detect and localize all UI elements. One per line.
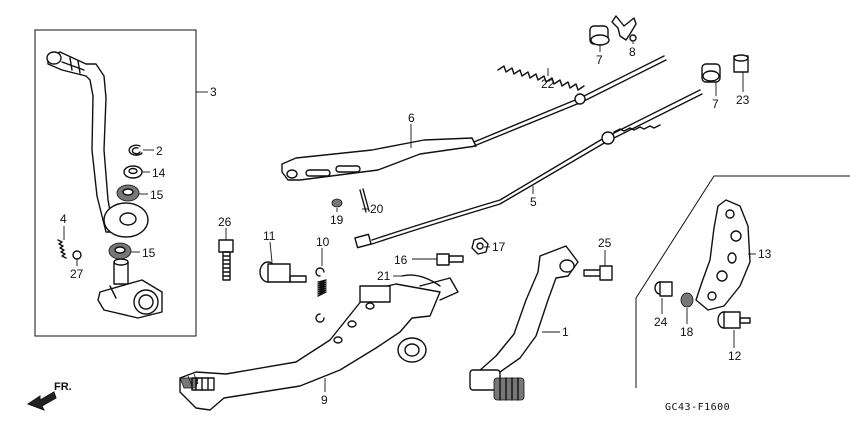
callout-9: 9 xyxy=(321,393,328,407)
kick-starter-frame xyxy=(34,29,197,337)
callout-12: 12 xyxy=(728,349,742,363)
callout-17: 17 xyxy=(492,240,506,254)
diagram-code: GC43-F1600 xyxy=(665,402,730,413)
callout-4: 4 xyxy=(60,212,67,226)
callout-20: 20 xyxy=(370,202,384,216)
leader-lines xyxy=(63,42,756,392)
pivot-bolt-11 xyxy=(259,261,307,283)
gearshift-pedal xyxy=(469,245,579,401)
callout-15-lower: 15 xyxy=(142,246,156,260)
callout-8: 8 xyxy=(629,45,636,59)
joint-7-upper xyxy=(589,25,610,46)
callout-3: 3 xyxy=(210,85,217,99)
nut-23 xyxy=(733,54,749,73)
bracket-frame xyxy=(635,175,850,388)
bracket-13 xyxy=(695,199,751,311)
callout-24: 24 xyxy=(654,315,668,329)
brake-arm xyxy=(281,55,667,181)
ball-27 xyxy=(72,250,82,260)
callout-14: 14 xyxy=(152,166,166,180)
bolt-24 xyxy=(654,281,673,297)
callout-13: 13 xyxy=(758,247,772,261)
bolt-12 xyxy=(717,311,751,329)
callout-7-lower: 7 xyxy=(712,97,719,111)
callout-27: 27 xyxy=(70,267,84,281)
callout-15-upper: 15 xyxy=(150,188,164,202)
brake-pedal xyxy=(179,277,459,411)
spring-22 xyxy=(497,65,585,91)
kick-starter-spindle xyxy=(97,258,163,319)
spring-10 xyxy=(315,267,327,323)
callout-18: 18 xyxy=(680,325,694,339)
callout-5: 5 xyxy=(530,195,537,209)
callout-19: 19 xyxy=(330,213,344,227)
callout-2: 2 xyxy=(156,144,163,158)
bolt-16 xyxy=(436,253,464,266)
callout-1: 1 xyxy=(562,325,569,339)
callout-16: 16 xyxy=(394,253,408,267)
callout-25: 25 xyxy=(598,236,612,250)
washer-18 xyxy=(680,292,694,308)
front-direction-indicator: FR. xyxy=(26,381,72,411)
callout-21: 21 xyxy=(377,269,391,283)
spring-clip xyxy=(401,274,441,287)
callout-22: 22 xyxy=(541,77,555,91)
brake-cable xyxy=(354,89,703,249)
wing-nut xyxy=(611,15,637,42)
front-label: FR. xyxy=(54,381,72,393)
callout-23: 23 xyxy=(736,93,750,107)
callout-7-upper: 7 xyxy=(596,53,603,67)
joint-7-lower xyxy=(701,63,721,83)
washer-19 xyxy=(331,198,343,208)
callout-6: 6 xyxy=(408,111,415,125)
spring-4 xyxy=(57,239,67,259)
circlip xyxy=(128,144,143,156)
kick-starter-arm xyxy=(46,51,149,238)
callout-26: 26 xyxy=(218,215,232,229)
washer-15-lower xyxy=(108,242,132,260)
callouts: 3 2 14 15 15 4 27 6 5 22 7 8 7 23 19 20 … xyxy=(60,45,772,407)
bolt-26 xyxy=(218,239,234,281)
washer-15-upper xyxy=(116,184,140,202)
bolt-25 xyxy=(583,265,613,281)
cotter-pin xyxy=(359,188,370,213)
callout-10: 10 xyxy=(316,235,330,249)
washer-14 xyxy=(123,165,143,179)
nut-17 xyxy=(471,237,489,255)
callout-11: 11 xyxy=(263,229,276,243)
